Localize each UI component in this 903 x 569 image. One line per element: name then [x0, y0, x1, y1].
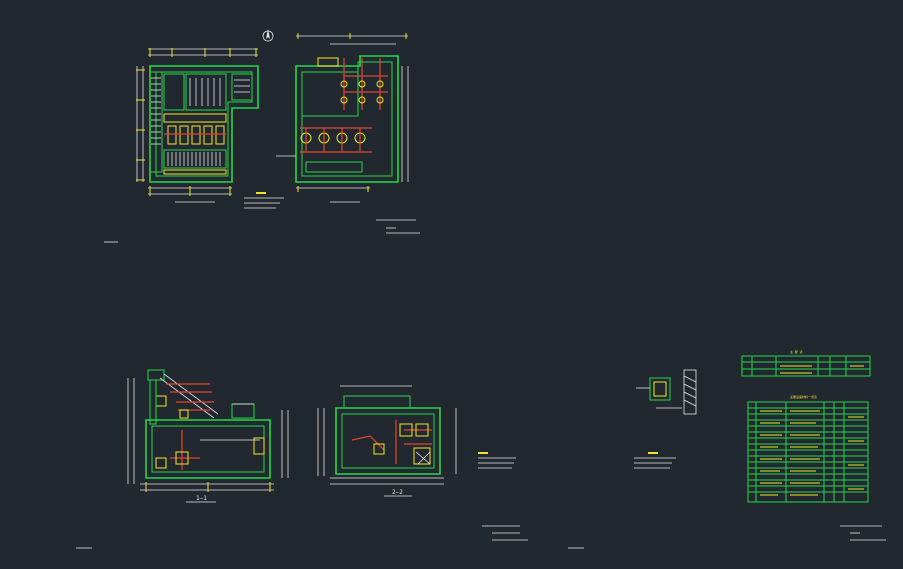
title-block-3 — [840, 525, 886, 541]
plan-view-2 — [276, 33, 409, 203]
section-2-label: 2—2 — [392, 489, 403, 496]
equipment-table: 主要设备材料一览表 — [747, 394, 869, 503]
detail-view — [636, 369, 697, 415]
plan-view-1 — [136, 48, 259, 203]
plan-1-notes — [244, 192, 284, 209]
section-notes — [478, 452, 676, 469]
equipment-table-title: 主要设备材料一览表 — [790, 394, 817, 399]
section-1-label: 1—1 — [196, 495, 207, 502]
title-block-1 — [104, 219, 420, 243]
title-block-2 — [76, 525, 584, 549]
section-1-view: 1—1 — [127, 369, 289, 503]
section-2-view: 2—2 — [317, 385, 457, 497]
summary-table: 主 要 表 — [741, 349, 871, 377]
summary-table-title: 主 要 表 — [790, 349, 803, 354]
north-arrow-icon — [262, 29, 274, 42]
